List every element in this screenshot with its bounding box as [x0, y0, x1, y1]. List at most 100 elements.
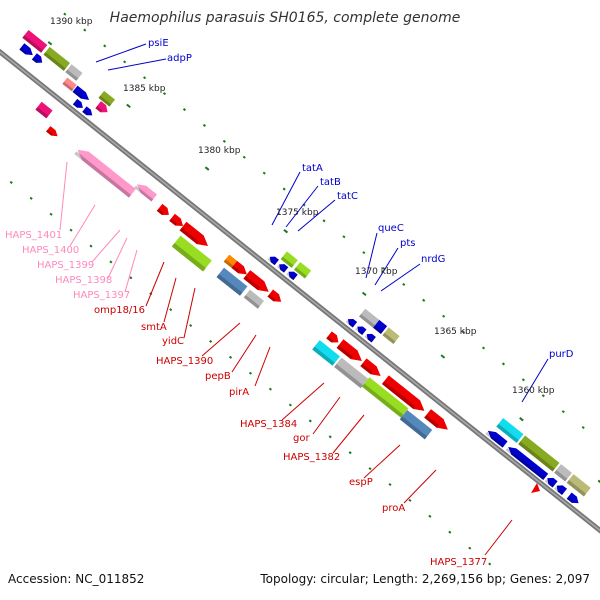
gene-feature[interactable] — [355, 324, 367, 336]
tick-mark — [89, 244, 93, 248]
gene-label-haps-1377[interactable]: HAPS_1377 — [430, 557, 487, 568]
tick-mark — [448, 530, 452, 534]
gene-feature[interactable] — [156, 203, 172, 219]
gene-feature[interactable] — [531, 483, 540, 493]
gene-label-quec[interactable]: queC — [378, 223, 404, 234]
gene-feature[interactable] — [364, 331, 376, 343]
gene-feature[interactable] — [223, 254, 238, 268]
gene-feature[interactable] — [22, 29, 48, 53]
gene-feature[interactable] — [43, 46, 70, 71]
gene-feature[interactable] — [345, 316, 358, 328]
gene-label-omp18-16[interactable]: omp18/16 — [94, 305, 145, 316]
gene-feature[interactable] — [31, 53, 45, 65]
leader-line — [403, 469, 437, 504]
gene-label-haps-1401[interactable]: HAPS_1401 — [5, 230, 62, 241]
gene-label-pts[interactable]: pts — [400, 238, 415, 249]
gene-label-tatc[interactable]: tatC — [337, 191, 358, 202]
gene-label-pira[interactable]: pirA — [229, 387, 249, 398]
gene-feature[interactable] — [382, 327, 400, 344]
gene-feature[interactable] — [46, 126, 60, 139]
gene-feature[interactable] — [65, 64, 83, 81]
gene-feature[interactable] — [231, 260, 249, 278]
gene-label-haps-1382[interactable]: HAPS_1382 — [283, 452, 340, 463]
gene-feature[interactable] — [505, 444, 549, 481]
gene-feature[interactable] — [485, 428, 508, 448]
leader-line — [91, 229, 121, 263]
tick-mark — [103, 44, 107, 48]
gene-label-haps-1400[interactable]: HAPS_1400 — [22, 245, 79, 256]
leader-line — [297, 199, 336, 232]
tick-mark — [408, 498, 412, 502]
tick-mark — [222, 139, 226, 143]
gene-feature[interactable] — [326, 331, 341, 346]
gene-feature[interactable] — [334, 357, 369, 389]
tick-mark — [248, 371, 253, 375]
gene-feature[interactable] — [98, 90, 116, 107]
tick-mark — [597, 479, 600, 484]
gene-label-tata[interactable]: tatA — [302, 163, 323, 174]
gene-label-smta[interactable]: smtA — [141, 322, 167, 333]
gene-label-adpp[interactable]: adpP — [167, 53, 192, 64]
tick-mark — [368, 467, 372, 471]
gene-label-haps-1398[interactable]: HAPS_1398 — [55, 275, 112, 286]
tick-mark — [162, 92, 167, 96]
gene-label-proa[interactable]: proA — [382, 503, 405, 514]
gene-feature[interactable] — [373, 319, 388, 334]
gene-feature[interactable] — [293, 261, 312, 279]
gene-feature[interactable] — [169, 213, 186, 230]
gene-feature[interactable] — [280, 251, 298, 268]
gene-feature[interactable] — [496, 418, 524, 443]
gene-label-haps-1397[interactable]: HAPS_1397 — [73, 290, 130, 301]
tick-mark — [362, 251, 366, 255]
gene-feature[interactable] — [360, 358, 383, 380]
gene-feature[interactable] — [399, 409, 433, 440]
gene-label-tatb[interactable]: tatB — [320, 177, 341, 188]
gene-feature[interactable] — [276, 262, 289, 273]
gene-feature[interactable] — [312, 340, 341, 366]
gene-feature[interactable] — [267, 289, 284, 306]
gene-label-psie[interactable]: psiE — [148, 38, 169, 49]
tick-mark — [262, 171, 266, 175]
gene-feature[interactable] — [554, 483, 567, 496]
gene-feature[interactable] — [179, 221, 212, 251]
tick-mark — [521, 378, 525, 382]
gene-feature[interactable] — [171, 235, 212, 272]
gene-feature[interactable] — [82, 106, 94, 118]
gene-label-haps-1384[interactable]: HAPS_1384 — [240, 419, 297, 430]
gene-feature[interactable] — [361, 377, 409, 418]
gene-feature[interactable] — [566, 474, 591, 497]
gene-feature[interactable] — [19, 43, 35, 58]
gene-feature[interactable] — [286, 269, 298, 281]
gene-feature[interactable] — [74, 145, 136, 198]
gene-feature[interactable] — [424, 409, 451, 434]
gene-feature[interactable] — [267, 254, 279, 266]
gene-feature[interactable] — [381, 375, 428, 415]
gene-label-gor[interactable]: gor — [293, 433, 310, 444]
gene-feature[interactable] — [216, 267, 248, 296]
gene-feature[interactable] — [358, 308, 380, 328]
gene-feature[interactable] — [72, 85, 92, 103]
gene-feature[interactable] — [72, 98, 85, 111]
gene-label-pepb[interactable]: pepB — [205, 371, 231, 382]
gene-label-nrdg[interactable]: nrdG — [421, 254, 445, 265]
gene-label-purd[interactable]: purD — [549, 349, 574, 360]
gene-feature[interactable] — [336, 339, 366, 365]
gene-feature[interactable] — [554, 464, 572, 482]
gene-feature[interactable] — [544, 475, 558, 488]
gene-label-espp[interactable]: espP — [349, 477, 373, 488]
gene-feature[interactable] — [35, 101, 53, 119]
gene-feature[interactable] — [95, 101, 110, 116]
gene-feature[interactable] — [566, 492, 581, 506]
gene-feature[interactable] — [243, 289, 265, 309]
gene-label-haps-1399[interactable]: HAPS_1399 — [37, 260, 94, 271]
gene-feature[interactable] — [243, 270, 272, 296]
tick-mark — [189, 323, 193, 328]
leader-line — [281, 382, 325, 421]
gene-feature[interactable] — [62, 77, 77, 92]
tick-mark — [169, 308, 173, 312]
ruler-label: 1390 kbp — [50, 17, 93, 27]
gene-label-yidc[interactable]: yidC — [162, 336, 184, 347]
gene-feature[interactable] — [134, 181, 158, 202]
gene-feature[interactable] — [518, 435, 560, 472]
gene-label-haps-1390[interactable]: HAPS_1390 — [156, 356, 213, 367]
